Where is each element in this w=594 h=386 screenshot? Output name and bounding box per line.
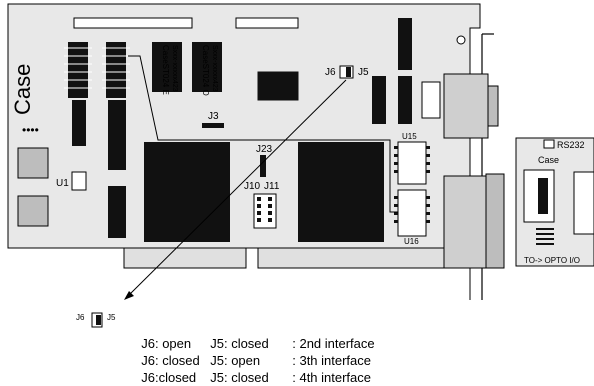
right-chip-b <box>398 76 412 124</box>
config-j5: J5: closed <box>210 336 269 351</box>
config-row: J6: closed J5: open : 3th interface <box>134 335 371 369</box>
config-result: : 3th interface <box>292 353 372 368</box>
config-j5: J5: open <box>210 353 261 368</box>
label-j11: J11 <box>264 181 280 192</box>
jumper-j3 <box>202 123 224 128</box>
small-square-chip <box>257 71 299 101</box>
chip-right-line1: CaseST024 O <box>201 45 210 96</box>
label-j10: J10 <box>244 181 261 192</box>
legend-jumper-pin <box>96 315 101 325</box>
processor-right <box>298 142 384 242</box>
rs232-side-chip <box>573 171 594 235</box>
brand-text: Case <box>10 64 35 115</box>
rs232-chip <box>538 178 548 214</box>
left-square-2 <box>17 195 49 227</box>
config-row: J6: open J5: closed : 2nd interface <box>134 318 375 352</box>
pointer-line <box>127 79 347 297</box>
legend-j5: J5 <box>107 313 116 322</box>
label-u15: U15 <box>402 132 417 141</box>
right-chip-a <box>372 76 386 124</box>
jumper-j6j5-board-pin <box>346 67 351 77</box>
label-rs232: RS232 <box>557 140 585 150</box>
pci-edge-right <box>257 247 459 269</box>
brand-small: Case <box>538 155 559 165</box>
processor-left <box>144 142 230 242</box>
chip-left-line2: Sxxx-xxxxx423 <box>171 45 178 92</box>
jumper-j23 <box>260 155 266 177</box>
rs232-jumper-header <box>543 139 555 149</box>
label-u1: U1 <box>56 178 69 189</box>
left-chip-2 <box>108 100 126 170</box>
db25-connector <box>443 175 489 269</box>
label-u16: U16 <box>404 237 419 246</box>
label-j6-board: J6 <box>325 67 336 78</box>
chip-st024-e <box>152 42 182 92</box>
left-square-1 <box>17 147 49 179</box>
right-chip-top <box>398 18 412 70</box>
right-pad <box>421 81 441 119</box>
chip-left-line1: CaseST024 E <box>161 45 170 95</box>
label-j5-board: J5 <box>358 67 369 78</box>
board-diagram: CaseST024 E Sxxx-xxxxx423 CaseST024 O Sx… <box>7 3 594 328</box>
board-trace <box>128 55 398 213</box>
dip-left-1 <box>68 42 88 98</box>
config-j6: J6: closed <box>141 353 200 368</box>
header-j10-j11-pins <box>257 197 272 222</box>
pointer-arrowhead <box>124 291 134 300</box>
mounting-hole <box>456 35 466 45</box>
chip-right-line2: Sxxx-xxxxx423 <box>211 45 218 92</box>
db9-connector <box>443 73 489 139</box>
brand-dots: •••• <box>22 123 39 137</box>
left-chip-1 <box>72 100 86 146</box>
left-chip-3 <box>108 186 126 238</box>
u1-component <box>71 171 87 191</box>
rs232-lines <box>536 228 554 245</box>
label-opto: TO-> OPTO I/O <box>524 256 580 265</box>
dip-pins <box>64 47 130 89</box>
top-slot-left <box>73 17 193 29</box>
db9-face <box>487 85 499 127</box>
top-slot-right <box>235 17 299 29</box>
u15-component <box>397 141 427 185</box>
label-j23: J23 <box>256 144 273 155</box>
u16-component <box>397 189 427 237</box>
legend-j6: J6 <box>76 313 85 322</box>
pci-edge-left <box>123 247 247 269</box>
dip-left-2 <box>106 42 126 98</box>
chip-st024-o <box>192 42 222 92</box>
config-j6: J6: open <box>141 336 192 351</box>
config-result: : 2nd interface <box>292 336 375 351</box>
label-j3: J3 <box>208 111 219 122</box>
db25-face <box>485 173 505 269</box>
u15-u16-pins <box>394 146 430 223</box>
